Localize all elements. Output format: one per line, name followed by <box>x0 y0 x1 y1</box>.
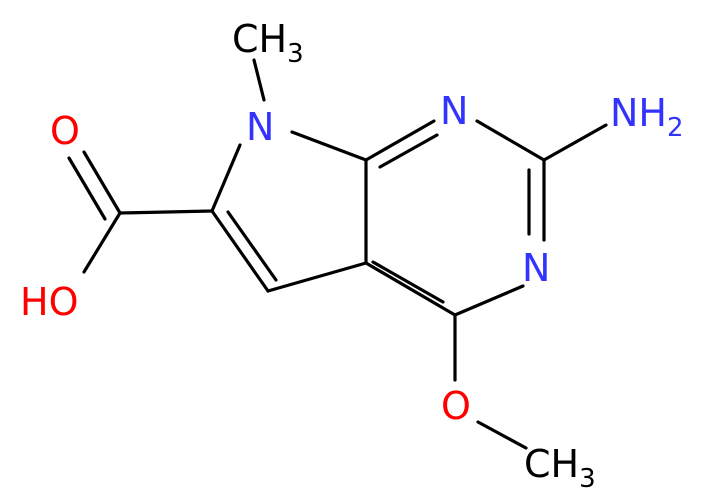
bond-c5-c4a <box>266 261 368 293</box>
bond-n7-methyl <box>252 58 266 102</box>
bond-c7a-n1 <box>364 119 436 162</box>
bond-n3-c4 <box>453 284 525 317</box>
atom-n7: N <box>246 105 274 149</box>
bond-c6-carboxyl <box>118 209 214 215</box>
bond-carboxyl-o <box>82 150 122 215</box>
atom-labels: CH3 N N NH2 N O HO O CH3 <box>20 17 684 494</box>
atom-nh2: NH2 <box>610 91 684 143</box>
bond-n7-c6 <box>210 143 242 213</box>
bond-c6-c5-inner <box>226 210 278 282</box>
atom-ch3-top: CH3 <box>232 17 304 69</box>
bond-c4-c4a <box>364 261 457 317</box>
bond-c7a-n1-inner <box>378 133 439 169</box>
bond-n7-c7a <box>290 130 368 162</box>
bond-carboxyl-o-inner <box>67 156 107 221</box>
atom-oh: HO <box>20 280 78 324</box>
bond-c2-nh2 <box>542 123 608 162</box>
atom-o-methoxy: O <box>441 384 471 428</box>
atom-o-carbonyl: O <box>50 109 80 153</box>
atom-n1: N <box>440 89 468 133</box>
bond-n1-c2 <box>475 119 546 162</box>
bond-carboxyl-oh <box>82 211 122 274</box>
bond-c4-c4a-inner <box>371 260 445 304</box>
atom-ch3-bottom: CH3 <box>524 442 596 494</box>
atom-n3: N <box>522 246 550 290</box>
bonds <box>67 58 608 450</box>
bond-o-methyl <box>476 420 528 450</box>
bond-c6-c5 <box>210 209 270 293</box>
